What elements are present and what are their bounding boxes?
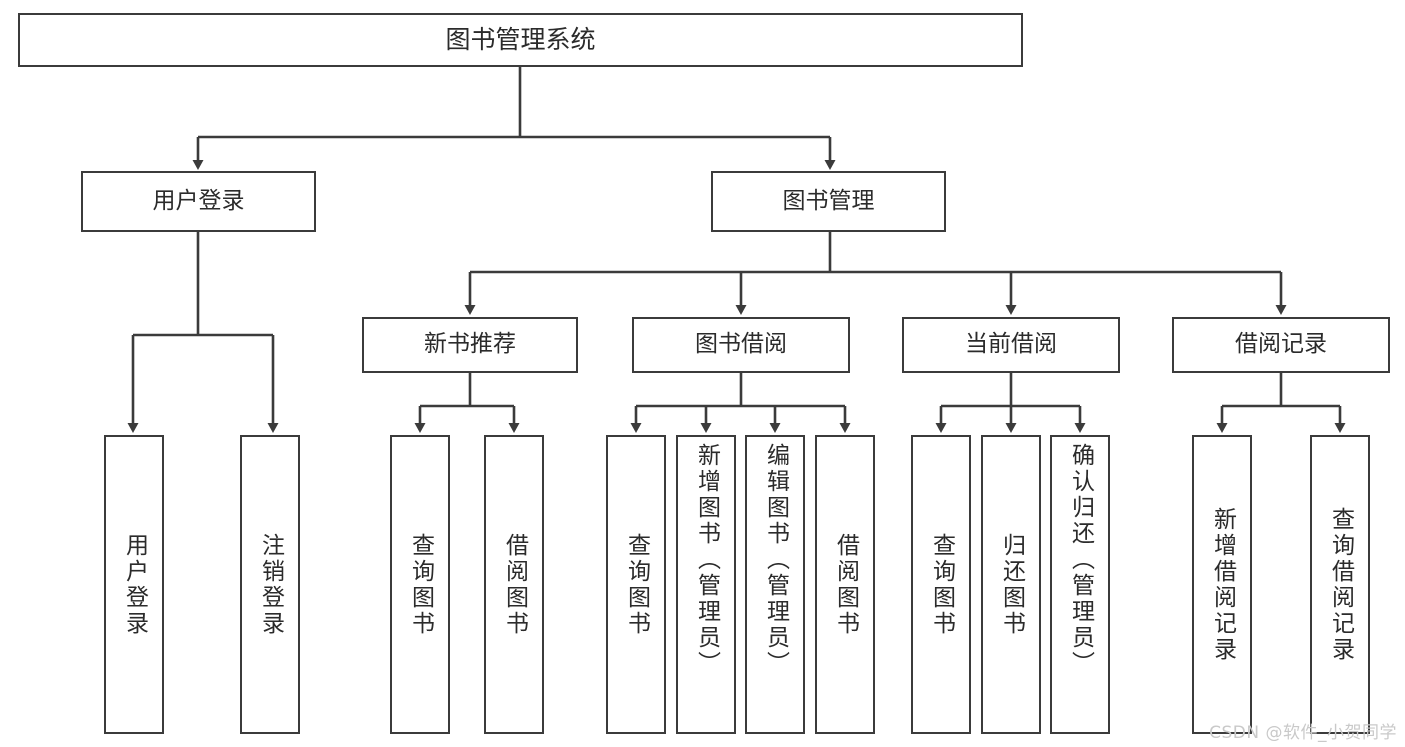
node-borrowing-records[interactable]: 借阅记录 — [1172, 317, 1390, 373]
node-user-login-label: 用户登录 — [152, 187, 245, 214]
leaf-records-add-record[interactable]: 新增借阅记录 — [1192, 435, 1252, 734]
leaf-borrow-query-books-label: 查询图书 — [623, 532, 650, 637]
node-book-management-label: 图书管理 — [782, 187, 875, 214]
leaf-borrow-add-book-admin-label: 新增图书（管理员） — [693, 443, 720, 677]
node-current-borrowing[interactable]: 当前借阅 — [902, 317, 1120, 373]
node-book-borrowing-label: 图书借阅 — [695, 331, 787, 358]
node-book-borrowing[interactable]: 图书借阅 — [632, 317, 850, 373]
leaf-records-add-record-label: 新增借阅记录 — [1209, 506, 1236, 663]
leaf-borrow-query-books[interactable]: 查询图书 — [606, 435, 666, 734]
leaf-records-query-record[interactable]: 查询借阅记录 — [1310, 435, 1370, 734]
leaf-borrow-borrow-books[interactable]: 借阅图书 — [815, 435, 875, 734]
leaf-new-book-borrow-books-label: 借阅图书 — [501, 532, 528, 637]
node-user-login[interactable]: 用户登录 — [81, 171, 316, 232]
leaf-borrow-edit-book-admin-label: 编辑图书（管理员） — [762, 443, 789, 677]
csdn-watermark: CSDN @软件_小贺同学 — [1209, 723, 1397, 743]
leaf-user-login-logout-label: 注销登录 — [257, 532, 284, 637]
node-new-book-recommendation-label: 新书推荐 — [424, 331, 516, 358]
node-root-book-management-system[interactable]: 图书管理系统 — [18, 13, 1023, 67]
leaf-current-confirm-return-admin-label: 确认归还（管理员） — [1067, 443, 1094, 677]
node-current-borrowing-label: 当前借阅 — [965, 331, 1057, 358]
node-borrowing-records-label: 借阅记录 — [1235, 331, 1327, 358]
leaf-user-login-login[interactable]: 用户登录 — [104, 435, 164, 734]
leaf-current-query-books-label: 查询图书 — [928, 532, 955, 637]
leaf-user-login-logout[interactable]: 注销登录 — [240, 435, 300, 734]
leaf-new-book-borrow-books[interactable]: 借阅图书 — [484, 435, 544, 734]
node-new-book-recommendation[interactable]: 新书推荐 — [362, 317, 578, 373]
leaf-current-query-books[interactable]: 查询图书 — [911, 435, 971, 734]
leaf-borrow-borrow-books-label: 借阅图书 — [832, 532, 859, 637]
leaf-records-query-record-label: 查询借阅记录 — [1327, 506, 1354, 663]
leaf-current-confirm-return-admin[interactable]: 确认归还（管理员） — [1050, 435, 1110, 734]
leaf-current-return-books-label: 归还图书 — [998, 532, 1025, 637]
leaf-borrow-add-book-admin[interactable]: 新增图书（管理员） — [676, 435, 736, 734]
leaf-user-login-login-label: 用户登录 — [121, 532, 148, 637]
node-book-management[interactable]: 图书管理 — [711, 171, 946, 232]
leaf-new-book-query-books-label: 查询图书 — [407, 532, 434, 637]
node-root-label: 图书管理系统 — [445, 25, 596, 54]
leaf-borrow-edit-book-admin[interactable]: 编辑图书（管理员） — [745, 435, 805, 734]
leaf-current-return-books[interactable]: 归还图书 — [981, 435, 1041, 734]
leaf-new-book-query-books[interactable]: 查询图书 — [390, 435, 450, 734]
